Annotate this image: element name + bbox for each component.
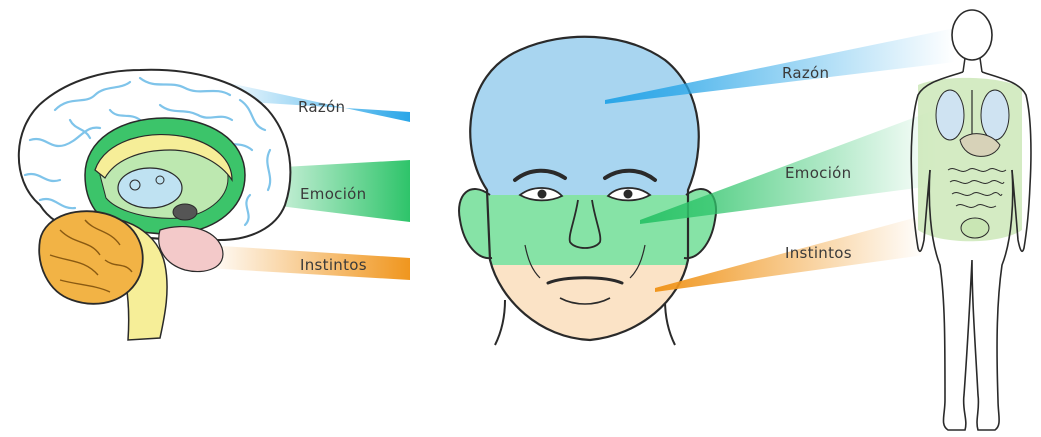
brain-emocion-label: Emoción bbox=[300, 185, 366, 203]
brain-illustration bbox=[19, 70, 410, 340]
brain-razon-label: Razón bbox=[298, 98, 345, 116]
head-instintos-label: Instintos bbox=[785, 244, 852, 262]
head-razon-label: Razón bbox=[782, 64, 829, 82]
head-emocion-label: Emoción bbox=[785, 164, 851, 182]
brain-instintos-label: Instintos bbox=[300, 256, 367, 274]
head-illustration bbox=[450, 25, 716, 355]
body-illustration bbox=[911, 10, 1031, 430]
